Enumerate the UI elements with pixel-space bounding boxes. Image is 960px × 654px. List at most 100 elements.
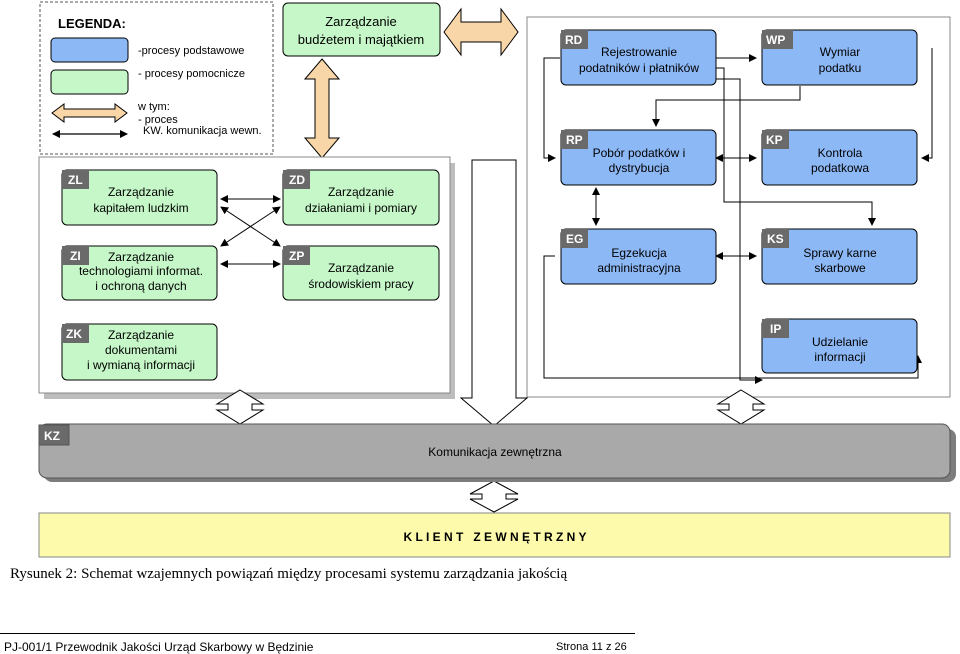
process-ip-line-1: Udzielanie [812, 335, 868, 349]
process-zl-code: ZL [68, 173, 83, 187]
process-rd-line-2: podatników i płatników [579, 61, 699, 75]
client-label: K L I E N T Z E W N Ę T R Z N Y [404, 530, 587, 544]
process-zp-line-2: środowiskiem pracy [308, 277, 413, 291]
budget-core-link-arrow-icon [443, 7, 519, 57]
process-eg-line-1: Egzekucja [611, 246, 667, 260]
core-flow-connectors [543, 48, 933, 384]
process-rp-code-tag [561, 130, 588, 149]
process-zp-line-1: Zarządzanie [328, 261, 394, 275]
process-rd-code: RD [565, 33, 583, 47]
process-zi: ZI Zarządzanie technologiami informat. i… [61, 245, 218, 301]
process-kp-code: KP [766, 133, 783, 147]
legend-support-label: - procesy pomocnicze [138, 68, 245, 80]
rd-ip-arrow-icon [715, 78, 763, 384]
legend-basic-swatch [50, 37, 129, 63]
process-ip-code-tag [762, 319, 789, 338]
process-ks-code-tag [762, 229, 789, 248]
wp-kp-arrow-icon [921, 48, 933, 162]
process-eg-box [560, 228, 717, 285]
process-eg: EG Egzekucja administracyjna [560, 228, 717, 285]
process-ip-line-2: informacji [814, 350, 865, 364]
process-ks: KS Sprawy karne skarbowe [761, 228, 918, 285]
process-rd: RD Rejestrowanie podatników i płatników [560, 29, 717, 86]
eg-ip-arrow-icon [543, 255, 922, 379]
process-zk-code-tag [62, 324, 89, 343]
budget-process-box [282, 2, 441, 57]
process-kp-box [761, 129, 918, 186]
process-zp: ZP Zarządzanie środowiskiem pracy [282, 245, 440, 301]
figure-caption: Rysunek 2: Schemat wzajemnych powiązań m… [10, 566, 568, 582]
client-bar [38, 512, 951, 558]
budget-support-link-arrow-icon [303, 58, 341, 159]
process-eg-code-tag [561, 229, 588, 248]
process-rd-code-tag [561, 30, 588, 49]
process-ip-box [761, 318, 918, 374]
process-zi-line-2: technologiami informat. [79, 264, 203, 278]
process-kp: KP Kontrola podatkowa [761, 129, 918, 186]
process-zi-code-tag [62, 246, 89, 265]
legend-process-arrow-icon [51, 103, 128, 123]
legend-basic-label: -procesy podstawowe [138, 45, 244, 57]
process-zl: ZL Zarządzanie kapitałem ludzkim [61, 169, 218, 226]
process-zl-line-1: Zarządzanie [108, 185, 174, 199]
process-zk-line-2: dokumentami [105, 343, 177, 357]
process-ks-box [761, 228, 918, 285]
process-zd-code-tag [283, 170, 310, 189]
process-wp-line-2: podatku [819, 61, 862, 75]
process-zd-box [282, 169, 440, 226]
process-wp-code-tag [762, 30, 793, 49]
process-zk: ZK Zarządzanie dokumentami i wymianą inf… [61, 323, 218, 381]
rd-ks-arrow-icon [715, 67, 876, 226]
budget-process-line-2: budżetem i majątkiem [298, 32, 424, 47]
process-rp-line-1: Pobór podatków i [593, 146, 686, 160]
process-zk-box [61, 323, 218, 381]
process-zk-code: ZK [66, 327, 82, 341]
process-wp-line-1: Wymiar [820, 45, 861, 59]
process-wp: WP Wymiar podatku [761, 29, 918, 86]
process-rp-box [560, 129, 717, 186]
legend-title: LEGENDA: [58, 16, 126, 31]
process-zp-box [282, 245, 440, 301]
process-ks-code: KS [767, 232, 784, 246]
process-zl-box [61, 169, 218, 226]
process-wp-box [761, 29, 918, 86]
process-zk-line-3: i wymianą informacji [87, 358, 195, 372]
process-wp-code: WP [766, 33, 785, 47]
process-rp-line-2: dystrybucja [609, 161, 670, 175]
zi-zd-arrow-icon [220, 206, 281, 247]
legend: LEGENDA: -procesy podstawowe - procesy p… [39, 1, 274, 155]
process-rd-box [560, 29, 717, 86]
footer-rule [0, 633, 635, 634]
external-comm-code-tag [38, 424, 70, 446]
rd-rp-arrow-icon [543, 57, 560, 162]
process-ks-line-1: Sprawy karne [803, 246, 877, 260]
process-kp-line-2: podatkowa [811, 161, 869, 175]
process-zi-line-1: Zarządzanie [108, 250, 174, 264]
process-zd-line-1: Zarządzanie [328, 185, 394, 199]
process-rd-line-1: Rejestrowanie [601, 45, 677, 59]
external-comm-label: Komunikacja zewnętrzna [428, 445, 562, 459]
process-zl-code-tag [62, 170, 89, 189]
process-ip-code: IP [770, 322, 781, 336]
legend-arrow-line-3: KW. komunikacja wewn. [143, 125, 262, 137]
process-zl-line-2: kapitałem ludzkim [93, 201, 188, 215]
process-zi-line-3: i ochroną danych [95, 279, 186, 293]
process-kp-code-tag [762, 130, 789, 149]
process-eg-line-2: administracyjna [597, 261, 681, 275]
process-zi-code: ZI [70, 249, 81, 263]
external-comm-bar [38, 423, 951, 479]
external-comm-code: KZ [44, 429, 60, 443]
process-zp-code: ZP [289, 249, 304, 263]
process-zd-line-2: działaniami i pomiary [305, 201, 417, 215]
footer-document-title: PJ-001/1 Przewodnik Jakości Urząd Skarbo… [4, 640, 314, 654]
kz-client-link-arrow-icon [469, 480, 519, 513]
process-kp-line-1: Kontrola [818, 146, 863, 160]
process-eg-code: EG [566, 232, 583, 246]
process-ip: IP Udzielanie informacji [761, 318, 918, 374]
legend-arrow-line-2: - proces [138, 114, 178, 126]
legend-arrow-line-1: w tym: [137, 101, 170, 113]
process-ks-line-2: skarbowe [814, 261, 866, 275]
budget-process-line-1: Zarządzanie [325, 14, 397, 29]
process-zd: ZD Zarządzanie działaniami i pomiary [282, 169, 440, 226]
